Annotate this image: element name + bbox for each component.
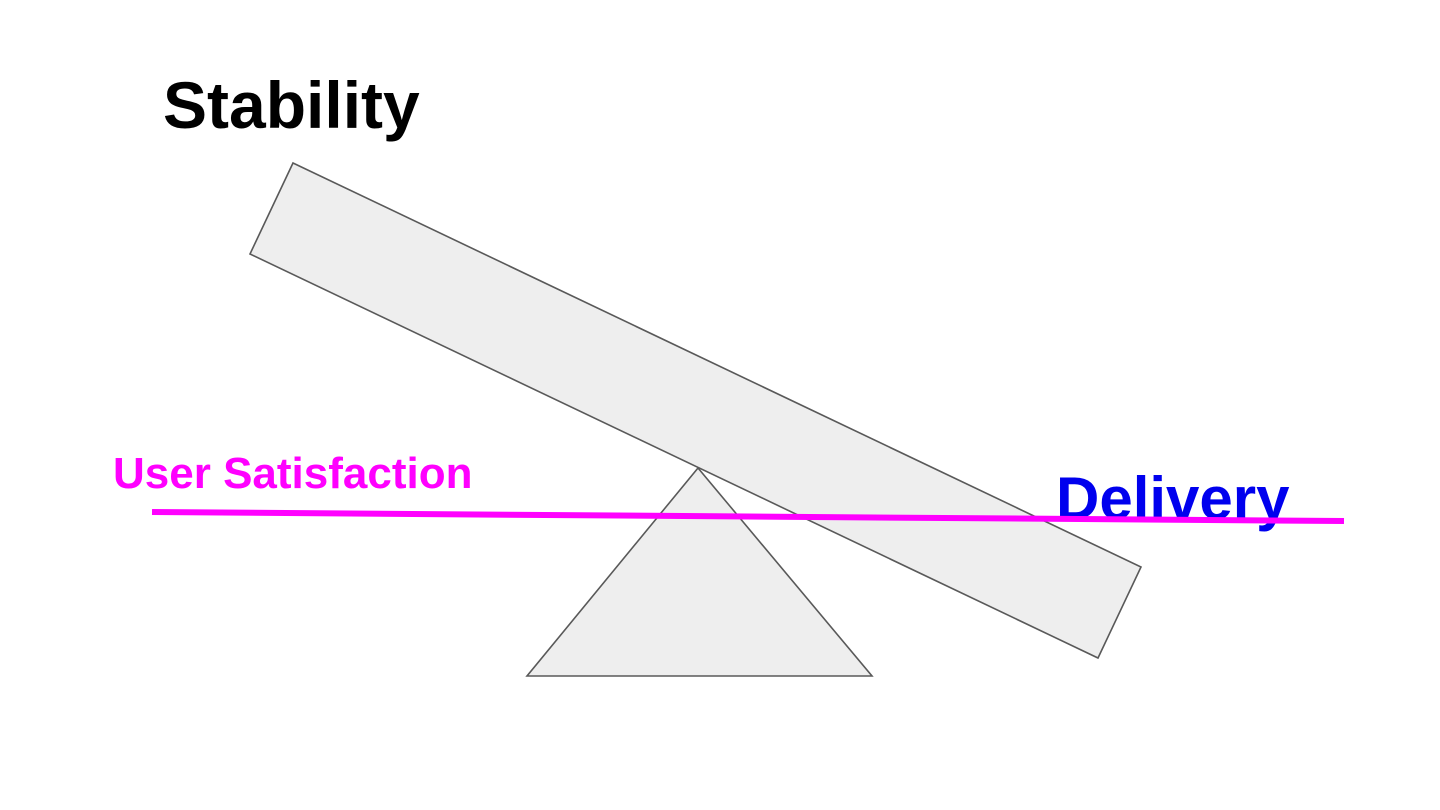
stability-label: Stability (163, 68, 420, 142)
user-satisfaction-line (151, 509, 1345, 524)
user-satisfaction-label: User Satisfaction (113, 449, 472, 498)
seesaw-plank (248, 161, 1143, 660)
fulcrum-triangle (525, 466, 874, 677)
